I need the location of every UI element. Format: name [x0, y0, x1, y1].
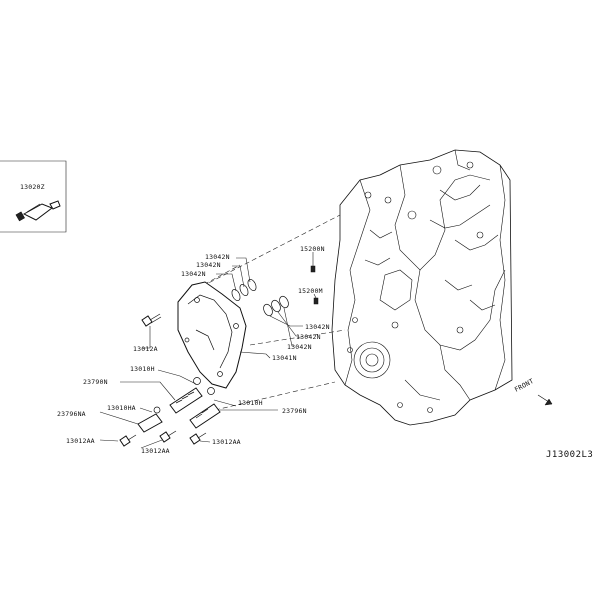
plug-15200n-icon [310, 265, 316, 273]
bolt-13012aa-3-icon [189, 432, 207, 445]
label-13042n-e[interactable]: 13042N [296, 333, 321, 341]
sealant-tube-icon [15, 200, 61, 222]
label-front: FRONT [513, 377, 535, 394]
bolt-13012a-icon [141, 313, 162, 327]
sensor-13010ha [137, 406, 163, 433]
label-13010ha[interactable]: 13010HA [107, 404, 136, 412]
label-23796n[interactable]: 23796N [282, 407, 307, 415]
label-13010h[interactable]: 13010H [130, 365, 155, 373]
label-23796na[interactable]: 23796NA [57, 410, 86, 418]
engine-block-illustration [331, 149, 513, 426]
label-15200n[interactable]: 15200N [300, 245, 325, 253]
label-13020z[interactable]: 13020Z [20, 183, 45, 191]
solenoid-lower [189, 387, 221, 429]
cover-housing [177, 281, 247, 389]
label-13042n-d[interactable]: 13042N [305, 323, 330, 331]
label-13012a[interactable]: 13012A [133, 345, 158, 353]
label-13042n-f[interactable]: 13042N [287, 343, 312, 351]
label-15200m[interactable]: 15200M [298, 287, 323, 295]
label-13042n-c[interactable]: 13042N [181, 270, 206, 278]
bolt-13012aa-1-icon [119, 434, 137, 447]
label-13012aa-b[interactable]: 13012AA [141, 447, 170, 455]
label-13041n[interactable]: 13041N [272, 354, 297, 362]
label-23790n[interactable]: 23790N [83, 378, 108, 386]
label-13042n-b[interactable]: 13042N [196, 261, 221, 269]
leader-lines [99, 252, 317, 449]
solenoid-upper [169, 377, 203, 414]
label-13012aa-c[interactable]: 13012AA [212, 438, 241, 446]
o-rings-upper [231, 279, 257, 301]
sealant-inset: 13020Z [0, 160, 67, 233]
o-rings-lower [263, 295, 289, 317]
bolt-13012aa-2-icon [159, 430, 177, 443]
label-13012aa-a[interactable]: 13012AA [66, 437, 95, 445]
diagram-code: J13002L3 [546, 450, 593, 460]
front-arrow [537, 394, 553, 406]
label-13042n-a[interactable]: 13042N [205, 253, 230, 261]
plug-15200m-icon [313, 297, 319, 305]
label-13010h-b[interactable]: 13010H [238, 399, 263, 407]
